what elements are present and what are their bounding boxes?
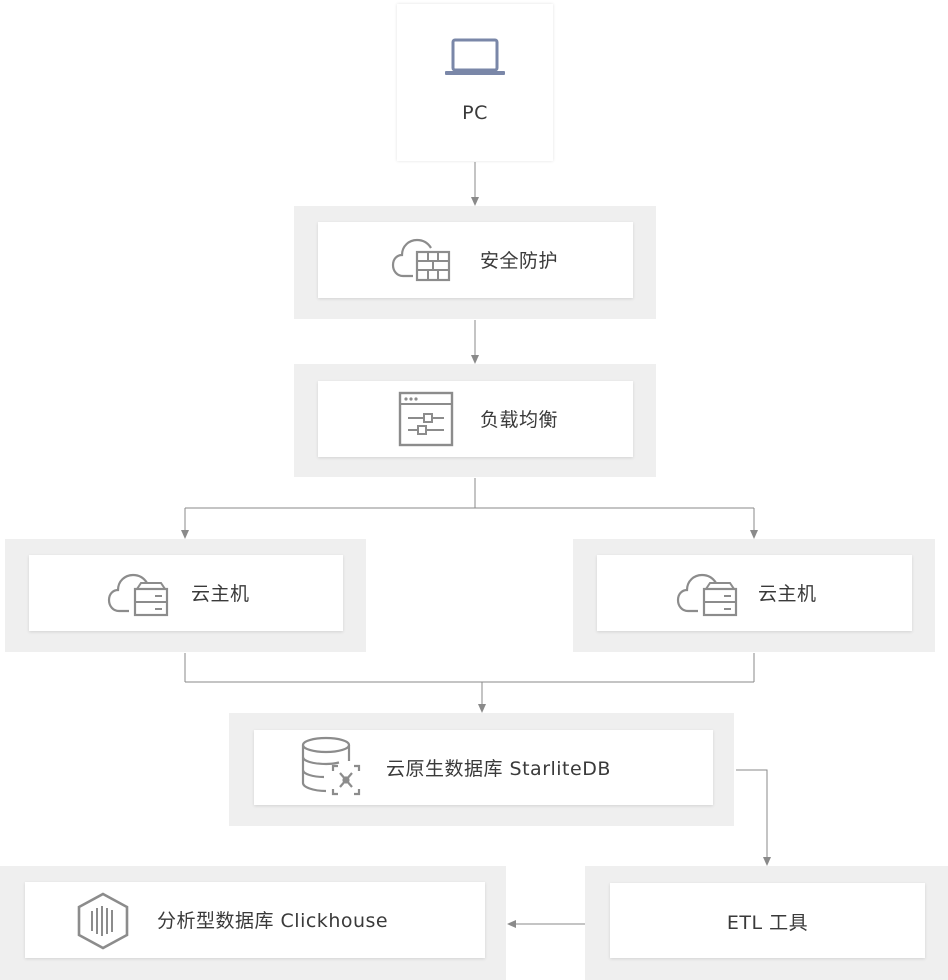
cloud-host-right-label: 云主机 [758, 583, 817, 605]
starlite-db-label: 云原生数据库 StarliteDB [386, 758, 611, 780]
laptop-icon [445, 38, 505, 82]
cloud-firewall-icon [391, 232, 453, 288]
pc-node[interactable]: PC [397, 4, 553, 161]
load-balancer-icon [398, 391, 454, 451]
clickhouse-node[interactable]: 分析型数据库 Clickhouse [25, 882, 485, 958]
clickhouse-label: 分析型数据库 Clickhouse [157, 910, 389, 932]
load-balancer-node[interactable]: 负载均衡 [318, 381, 633, 457]
cloud-host-left-node[interactable]: 云主机 [29, 555, 343, 631]
security-label: 安全防护 [480, 250, 559, 272]
cloud-host-right-node[interactable]: 云主机 [597, 555, 912, 631]
arrow-starlite-to-etl [736, 769, 771, 866]
load-balancer-label: 负载均衡 [480, 409, 559, 431]
security-node[interactable]: 安全防护 [318, 222, 633, 298]
hexagon-barcode-icon [75, 891, 131, 955]
cloud-host-left-label: 云主机 [191, 583, 250, 605]
etl-label: ETL 工具 [726, 912, 809, 934]
etl-node[interactable]: ETL 工具 [610, 883, 925, 958]
cloud-server-icon [107, 565, 169, 623]
cloud-server-icon [676, 565, 738, 623]
database-icon [300, 735, 364, 803]
starlite-db-node[interactable]: 云原生数据库 StarliteDB [254, 730, 713, 805]
pc-label: PC [462, 102, 488, 124]
